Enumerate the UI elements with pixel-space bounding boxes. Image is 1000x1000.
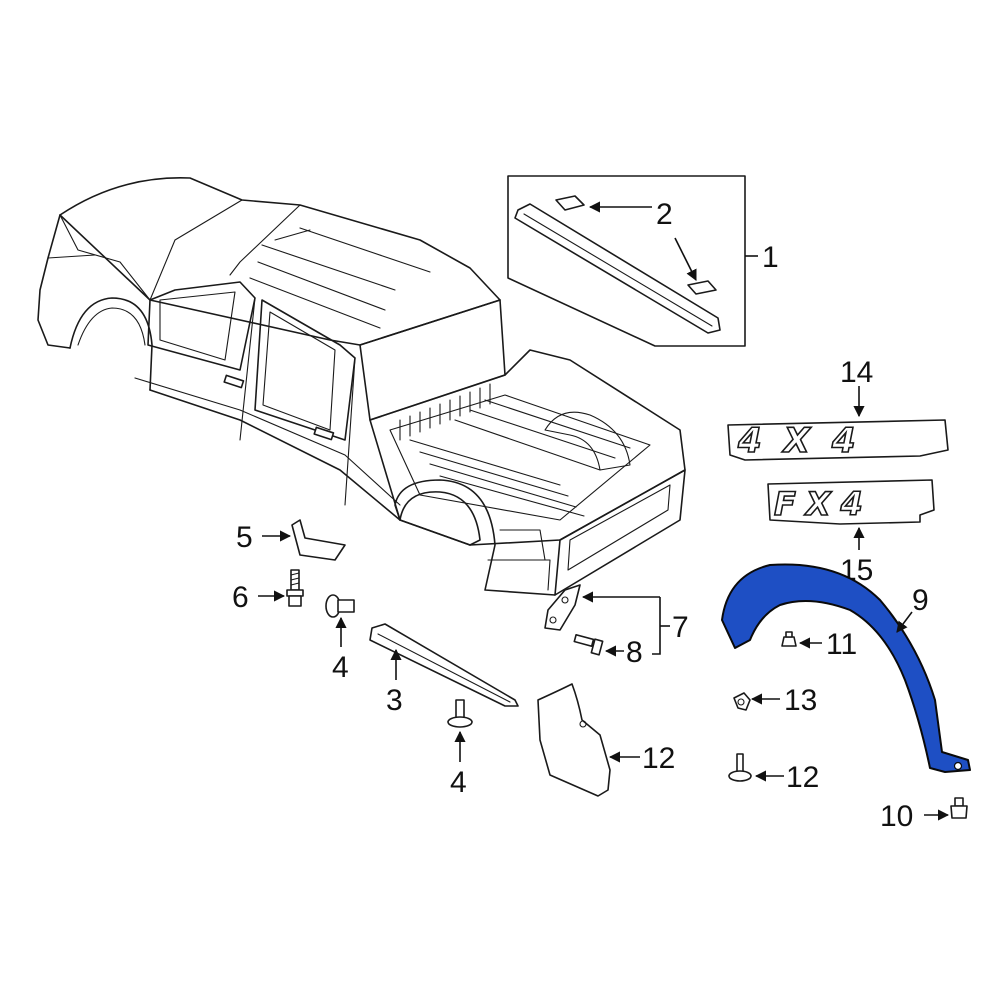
part-9-highlighted-shape [721, 563, 971, 773]
callout-14: 14 [840, 356, 873, 389]
emblem-fx4-text: FX4 [774, 485, 873, 523]
callout-6: 6 [232, 581, 249, 614]
callout-5: 5 [236, 521, 253, 554]
part-4-push-pin-lower: 4 [447, 699, 473, 799]
part-1-molding-kit: 1 [507, 175, 779, 347]
callout-4-upper: 4 [332, 651, 349, 684]
callout-1: 1 [762, 241, 779, 274]
part-7-bracket: 7 [544, 584, 689, 655]
part-9-wheel-opening-molding: 9 [721, 563, 971, 773]
callout-7: 7 [672, 611, 689, 644]
callout-12-stud: 12 [786, 761, 819, 794]
part-15-emblem-fx4: FX4 15 [767, 479, 935, 587]
part-11-clip: 11 [781, 628, 857, 661]
callout-3: 3 [386, 684, 403, 717]
callout-8: 8 [626, 636, 643, 669]
part-13-nut: 13 [733, 684, 817, 717]
callout-4-lower: 4 [450, 766, 467, 799]
emblem-4x4-text: 4X4 [737, 421, 878, 461]
callout-2: 2 [656, 198, 673, 231]
part-12-mud-flap: 12 [537, 683, 675, 797]
part-10-nut: 10 [880, 797, 968, 833]
pickup-truck-illustration [37, 176, 686, 596]
part-8-bolt: 8 [573, 633, 643, 669]
callout-12-flap: 12 [642, 742, 675, 775]
callout-10: 10 [880, 800, 913, 833]
part-5-bracket: 5 [236, 519, 346, 561]
part-14-emblem-4x4: 4X4 14 [727, 356, 949, 462]
callout-9: 9 [912, 584, 929, 617]
callout-11: 11 [826, 628, 857, 661]
part-3-rocker-molding: 3 [369, 623, 519, 717]
part-4-push-pin-upper: 4 [325, 594, 355, 684]
part-12-stud: 12 [728, 753, 819, 794]
part-6-bolt: 6 [232, 569, 304, 614]
callout-13: 13 [784, 684, 817, 717]
callout-2-group: 2 [588, 198, 697, 282]
